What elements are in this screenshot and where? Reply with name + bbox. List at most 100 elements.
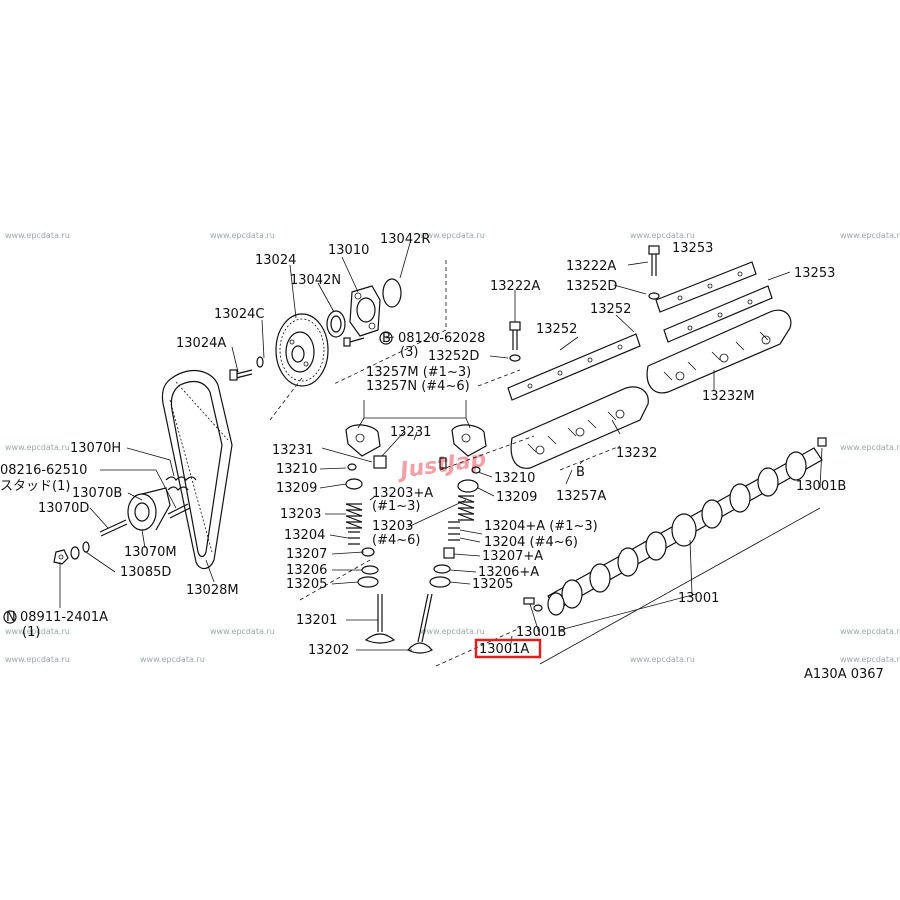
seal-13042N (326, 310, 346, 338)
label-13203-b-qty: (#4~6) (372, 533, 420, 548)
label-13024C: 13024C (214, 307, 264, 322)
label-13253-b: 13253 (794, 266, 835, 281)
leader-lines (59, 242, 823, 665)
label-13010: 13010 (328, 243, 369, 258)
o-ring-13042R (382, 278, 402, 308)
lash-adjuster-13231 (373, 455, 447, 469)
highlighted-part-13001A[interactable]: 13001A (474, 638, 542, 659)
watermark: www.epcdata.ru (840, 443, 900, 452)
watermark: www.epcdata.ru (630, 655, 695, 664)
label-13201: 13201 (296, 613, 337, 628)
bolt-13024A (229, 369, 253, 381)
rocker-assembly-13232 (510, 386, 649, 469)
label-13207: 13207 (286, 547, 327, 562)
label-13231-a: 13231 (390, 425, 431, 440)
label-08911-2401A: 08911-2401A (20, 610, 108, 625)
watermark: www.epcdata.ru (210, 231, 275, 240)
plug-13001B-bottom (523, 597, 543, 612)
label-08216-62510: 08216-62510 (0, 463, 87, 478)
label-08120-62028: 08120-62028 (398, 331, 485, 346)
label-13209-a: 13209 (276, 481, 317, 496)
label-13252D-top: 13252D (566, 279, 617, 294)
circle-n-letter: N (6, 610, 16, 625)
watermarks: www.epcdata.ru www.epcdata.ru www.epcdat… (5, 231, 900, 664)
diagram-code: A130A 0367 (804, 667, 884, 682)
valve-13201 (364, 594, 396, 644)
label-13231-b: 13231 (272, 443, 313, 458)
shim-13210 (347, 463, 481, 474)
label-13042R: 13042R (380, 232, 430, 247)
watermark: www.epcdata.ru (5, 627, 70, 636)
valve-spring-13204 (348, 521, 460, 545)
cam-pulley-13024 (275, 313, 329, 387)
rocker-arm-13257M (345, 424, 381, 457)
label-13206A: 13206+A (478, 565, 539, 580)
watermark: www.epcdata.ru (420, 627, 485, 636)
stud-08216 (167, 503, 191, 519)
label-13252D-mid: 13252D (428, 349, 479, 364)
label-13203-a: 13203 (280, 507, 321, 522)
washers-13085D (70, 541, 90, 560)
label-13085D: 13085D (120, 565, 171, 580)
label-13024A: 13024A (176, 336, 226, 351)
label-13252-top: 13252 (590, 302, 631, 317)
plug-13001B-top (817, 437, 827, 447)
label-13222A-mid: 13222A (490, 279, 540, 294)
dashed-guides (269, 260, 621, 667)
label-13204-a: 13204 (284, 528, 325, 543)
highlight-box[interactable] (474, 638, 542, 659)
retainer-13209 (345, 478, 479, 493)
watermark: www.epcdata.ru (210, 627, 275, 636)
watermark: www.epcdata.ru (140, 655, 205, 664)
bolt-13070D (99, 519, 128, 537)
label-13203A-qty: (#1~3) (372, 499, 420, 514)
label-08216-stud: スタッド(1) (0, 479, 70, 494)
label-13205-a: 13205 (286, 577, 327, 592)
label-B: B (576, 465, 585, 480)
label-13202: 13202 (308, 643, 349, 658)
watermark: www.epcdata.ru (420, 231, 485, 240)
label-13257N: 13257N (#4~6) (366, 379, 470, 394)
circle-b-letter: B (382, 331, 391, 346)
label-13210-b: 13210 (494, 471, 535, 486)
watermark: www.epcdata.ru (840, 655, 900, 664)
label-08120-qty: (3) (400, 345, 418, 360)
watermark: www.epcdata.ru (630, 231, 695, 240)
valve-seat-13205 (357, 576, 451, 588)
label-13001B-bottom: 13001B (516, 625, 566, 640)
valve-13202 (407, 593, 433, 654)
label-13203-b: 13203 (372, 519, 413, 534)
label-13070B: 13070B (72, 486, 122, 501)
rocker-shaft-13252 (507, 333, 641, 401)
part-labels: 13042R 13010 13024 13042N 13024C 13024A … (0, 232, 846, 658)
label-13042N: 13042N (290, 273, 341, 288)
label-13232: 13232 (616, 446, 657, 461)
label-13257A: 13257A (556, 489, 606, 504)
watermark: www.epcdata.ru (840, 627, 900, 636)
label-13253-a: 13253 (672, 241, 713, 256)
label-13024: 13024 (255, 253, 296, 268)
spring-13070H (165, 476, 197, 491)
label-13204A: 13204+A (#1~3) (484, 519, 598, 534)
circle-n-icon (3, 610, 17, 624)
label-13252-mid: 13252 (536, 322, 577, 337)
label-13257M: 13257M (#1~3) (366, 365, 471, 380)
bolt-13222A (509, 245, 660, 362)
label-13232M: 13232M (702, 389, 755, 404)
valve-seal-13206 (361, 564, 451, 575)
camshaft-13001 (547, 447, 823, 616)
label-13204-b: 13204 (#4~6) (484, 535, 578, 550)
highlight-label[interactable]: 13001A (479, 642, 529, 657)
label-13203A: 13203+A (372, 486, 433, 501)
rocker-shaft-13253a (655, 261, 757, 313)
tensioner-13070M (127, 487, 171, 531)
label-13001B-top: 13001B (796, 479, 846, 494)
label-13070M: 13070M (124, 545, 177, 560)
rocker-shaft-13253b (663, 285, 773, 343)
watermark: www.epcdata.ru (5, 655, 70, 664)
rocker-assembly-13232M (646, 309, 792, 394)
label-13206: 13206 (286, 563, 327, 578)
label-13222A-top: 13222A (566, 259, 616, 274)
rocker-arm-13257N (451, 424, 487, 457)
